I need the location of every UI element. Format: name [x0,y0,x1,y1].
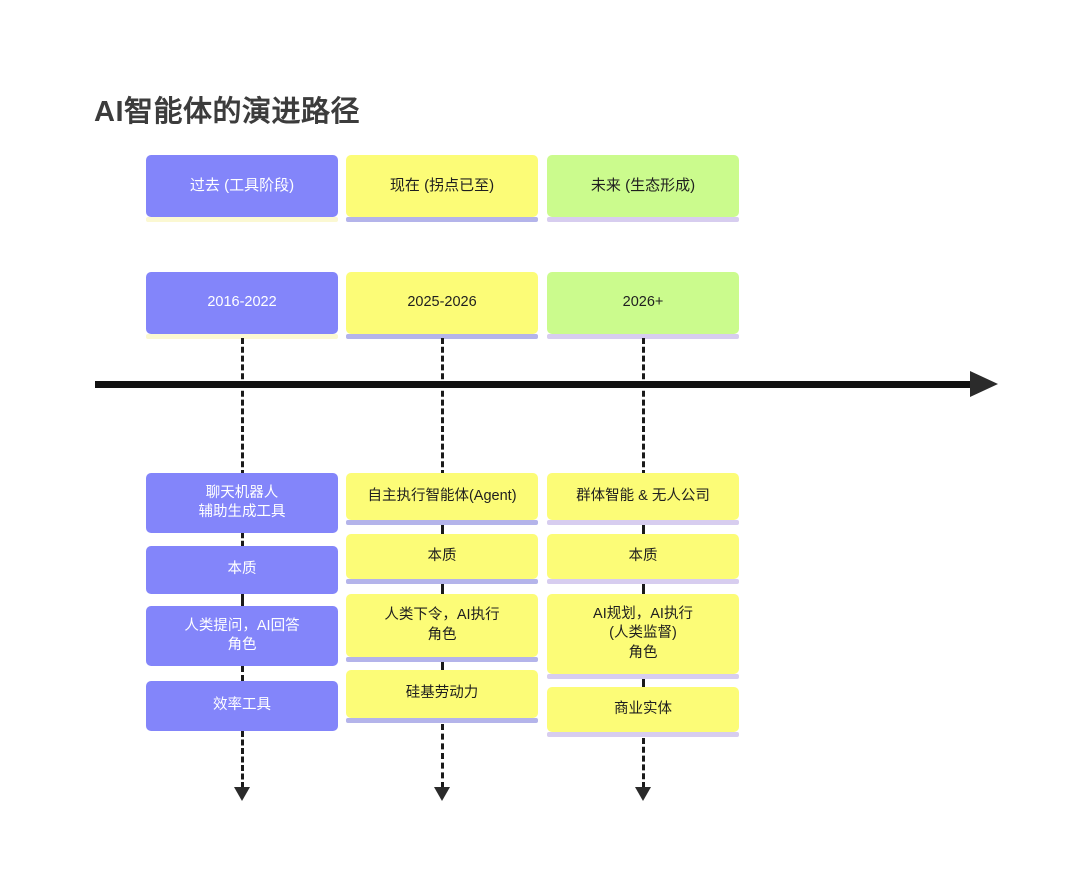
period-card-past[interactable]: 2016-2022 [146,272,338,334]
connector-dashed-present-0 [441,525,444,536]
period-card-past-shadow [146,334,338,339]
item-card-present-0[interactable]: 自主执行智能体(Agent) [346,473,538,520]
connector-dashed-future-1 [642,584,645,595]
connector-dashed-present-1 [441,584,444,595]
item-card-future-1[interactable]: 本质 [547,534,739,579]
down-arrow-icon-present [434,787,450,801]
connector-dashed-future-0 [642,525,645,536]
item-card-present-0-shadow [346,520,538,525]
item-card-future-3-shadow [547,732,739,737]
item-card-present-3-shadow [346,718,538,723]
item-card-present-2[interactable]: 人类下令，AI执行 角色 [346,594,538,657]
connector-dashed-past-0 [241,533,244,546]
phase-card-future-shadow [547,217,739,222]
item-card-future-2[interactable]: AI规划，AI执行 (人类监督) 角色 [547,594,739,674]
item-card-future-0-shadow [547,520,739,525]
connector-dashed-future-2 [642,679,645,688]
connector-dashed-present-top [441,338,444,476]
item-card-past-0[interactable]: 聊天机器人 辅助生成工具 [146,473,338,533]
timeline-axis [95,381,977,388]
phase-card-future[interactable]: 未来 (生态形成) [547,155,739,217]
phase-card-present[interactable]: 现在 (拐点已至) [346,155,538,217]
connector-dashed-past-bottom [241,731,244,788]
period-card-present[interactable]: 2025-2026 [346,272,538,334]
item-card-past-2[interactable]: 人类提问，AI回答 角色 [146,606,338,666]
connector-dashed-past-1 [241,594,244,606]
phase-card-past-shadow [146,217,338,222]
item-card-future-2-shadow [547,674,739,679]
right-arrow-icon [970,371,998,397]
connector-dashed-past-2 [241,666,244,681]
connector-dashed-future-top [642,338,645,476]
page-title: AI智能体的演进路径 [94,96,361,128]
item-card-present-2-shadow [346,657,538,662]
item-card-present-1-shadow [346,579,538,584]
connector-dashed-present-bottom [441,724,444,788]
item-card-future-3[interactable]: 商业实体 [547,687,739,732]
connector-dashed-present-2 [441,662,444,672]
period-card-future-shadow [547,334,739,339]
down-arrow-icon-future [635,787,651,801]
period-card-present-shadow [346,334,538,339]
connector-dashed-future-bottom [642,738,645,788]
connector-dashed-past-top [241,338,244,476]
phase-card-past[interactable]: 过去 (工具阶段) [146,155,338,217]
item-card-present-1[interactable]: 本质 [346,534,538,579]
down-arrow-icon-past [234,787,250,801]
item-card-past-3[interactable]: 效率工具 [146,681,338,731]
item-card-present-3[interactable]: 硅基劳动力 [346,670,538,718]
item-card-past-1[interactable]: 本质 [146,546,338,594]
item-card-future-0[interactable]: 群体智能 & 无人公司 [547,473,739,520]
phase-card-present-shadow [346,217,538,222]
period-card-future[interactable]: 2026+ [547,272,739,334]
item-card-future-1-shadow [547,579,739,584]
